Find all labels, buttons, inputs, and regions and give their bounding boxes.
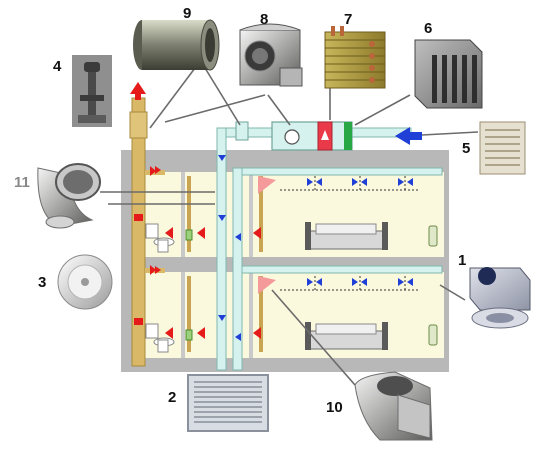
furnishings [145,222,438,353]
intake-arrow [395,127,422,145]
supply-ducts [216,127,443,371]
bed-upper [305,222,388,250]
callout-10: 10 [326,399,343,416]
callout-6: 6 [424,20,432,37]
filter-illustration [414,39,483,109]
air-handling-unit [235,121,353,151]
callout-3: 3 [38,274,46,291]
toilet-upper [145,223,175,253]
deflector-illustration [72,55,112,127]
flow-diffuser-illustration [354,371,433,441]
leader-lines [100,67,479,386]
callout-11: 11 [14,174,30,191]
elbow-illustration [37,163,101,229]
roof-exhaust-arrow [130,82,146,100]
coil-illustration [324,26,386,89]
callout-2: 2 [168,389,176,406]
callout-8: 8 [260,11,268,28]
grille-illustration [187,374,269,432]
callout-4: 4 [53,58,62,75]
callout-5: 5 [462,140,470,157]
fan-illustration [239,23,303,87]
room-diffusers [258,176,276,294]
callout-7: 7 [344,11,352,28]
roof-fan-housing [129,111,148,139]
toilet-lower [145,323,175,353]
exhaust-air-arrows [134,166,261,339]
disc-valve-illustration [57,254,113,310]
supply-air-arrows [218,155,413,341]
diffuser-box-illustration [469,267,531,329]
callout-numbers: 1 2 3 4 5 6 7 8 9 10 11 [14,5,470,416]
filter-section [344,122,352,150]
supply-dashed-lines [280,176,420,291]
louver-illustration [479,121,526,175]
callout-9: 9 [183,5,191,22]
bed-lower [305,322,388,350]
building [121,150,449,372]
callout-1: 1 [458,252,466,269]
radiator-lower [428,324,438,346]
silencer-illustration [133,19,220,71]
radiator-upper [428,225,438,247]
